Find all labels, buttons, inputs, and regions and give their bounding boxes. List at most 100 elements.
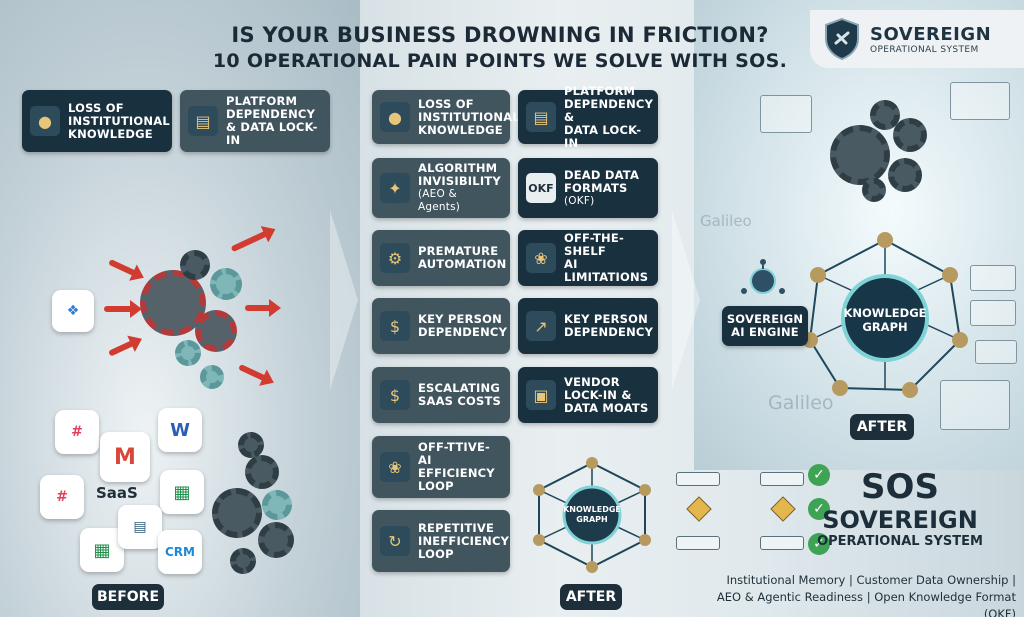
pain-point-text: AUTOMATION (418, 257, 507, 271)
headline-line-2: 10 OPERATIONAL PAIN POINTS WE SOLVE WITH… (212, 50, 788, 72)
arrow-icon (104, 300, 142, 318)
watermark: Galileo (768, 392, 834, 414)
shield-icon (825, 17, 859, 61)
pain-point-text: LOCK-IN & (564, 387, 632, 402)
pain-point-text: (OKF) (564, 194, 595, 207)
gear-icon (862, 178, 886, 202)
left-tile-institutional-knowledge: ● LOSS OF INSTITUTIONAL KNOWLEDGE (22, 90, 172, 152)
pain-point-text: KEY PERSON (564, 312, 648, 326)
gear-icon (212, 488, 262, 538)
pain-point-text: ESCALATING (418, 381, 501, 395)
pain-point-text: DATA MOATS (564, 400, 649, 415)
knowledge-graph-label: KNOWLEDGE GRAPH (843, 306, 927, 334)
pain-point-text: KEY PERSON (418, 312, 502, 326)
brain-icon: ❀ (526, 243, 556, 273)
chevron-right-icon (330, 210, 358, 390)
pain-point-text: LOOP (418, 479, 454, 493)
gear-icon (888, 158, 922, 192)
pain-point-text: VENDOR (564, 374, 620, 389)
after-background (694, 0, 1024, 470)
gear-icon (210, 268, 242, 300)
gear-icon (245, 455, 279, 489)
data-panel (970, 265, 1016, 291)
arrow-icon (245, 299, 281, 317)
left-tile-label: PLATFORM DEPENDENCY & DATA LOCK-IN (226, 94, 318, 147)
gear-icon (830, 125, 890, 185)
gear-icon (893, 118, 927, 152)
crm-label: CRM (165, 545, 195, 559)
person-icon: ● (30, 106, 60, 136)
engine-label: SOVEREIGN AI ENGINE (726, 312, 804, 339)
sos-block: SOS SOVEREIGN OPERATIONAL SYSTEM (790, 468, 1010, 550)
server-icon: ▤ (526, 102, 556, 132)
brain-circuit-icon: ❀ (380, 452, 410, 482)
pain-point-text: REPETITIVE (418, 520, 494, 535)
brand-logo: SOVEREIGN OPERATIONAL SYSTEM (810, 10, 1024, 68)
gmail-icon: M (100, 432, 150, 482)
brand-name: SOVEREIGN (870, 23, 992, 45)
watermark: Galileo (700, 212, 752, 230)
pain-point-text: (AEO & Agents) (418, 188, 461, 213)
pain-point-text: DEAD DATA (564, 167, 640, 182)
person-dollar-icon: $ (380, 311, 410, 341)
headline: IS YOUR BUSINESS DROWNING IN FRICTION? 1… (190, 22, 810, 74)
headline-line-1: IS YOUR BUSINESS DROWNING IN FRICTION? (231, 23, 769, 47)
knowledge-graph-diagram (533, 457, 651, 573)
sovereign-ai-engine-label: SOVEREIGN AI ENGINE (722, 306, 808, 346)
pain-point-text: INVISIBILITY (418, 174, 501, 188)
data-panel (950, 82, 1010, 120)
gear-icon (258, 522, 294, 558)
flow-step (676, 536, 720, 550)
footer-benefits: Institutional Memory | Customer Data Own… (706, 572, 1016, 617)
flow-step (676, 472, 720, 486)
pain-point-text: INSTITUTIONAL (418, 109, 520, 124)
gear-icon (262, 490, 292, 520)
pain-point-text: DEPENDENCY (564, 325, 654, 339)
pain-point-text: OFF-TTIVE- (418, 440, 490, 454)
okf-file-icon: OKF (526, 173, 556, 203)
flow-decision (686, 496, 712, 522)
data-panel (940, 380, 1010, 430)
pain-point-text: AI EFFICIENCY (418, 453, 495, 480)
pain-point-text: PLATFORM (564, 83, 636, 98)
gear-icon (238, 432, 264, 458)
word-icon: W (158, 408, 202, 452)
growth-chart-icon: ↗ (526, 311, 556, 341)
pain-point-text: INEFFICIENCY (418, 533, 510, 548)
pain-point-text: KNOWLEDGE (418, 122, 503, 137)
gear-icon (175, 340, 201, 366)
gear-icon (180, 250, 210, 280)
lock-icon: ▣ (526, 380, 556, 410)
gear-icon (200, 365, 224, 389)
person-money-icon: $ (380, 380, 410, 410)
pain-point-text: DATA LOCK-IN (564, 122, 642, 150)
data-panel (975, 340, 1017, 364)
sheets-icon: ▦ (160, 470, 204, 514)
pain-point-text: DEPENDENCY & (564, 96, 654, 124)
after-label: AFTER (560, 584, 622, 610)
pain-point-text: SAAS COSTS (418, 394, 501, 408)
network-icon: ✦ (380, 173, 410, 203)
dropbox-icon: ❖ (52, 290, 94, 332)
pain-point-text: ALGORITHM (418, 161, 498, 175)
pain-point-text: AI LIMITATIONS (564, 257, 649, 284)
